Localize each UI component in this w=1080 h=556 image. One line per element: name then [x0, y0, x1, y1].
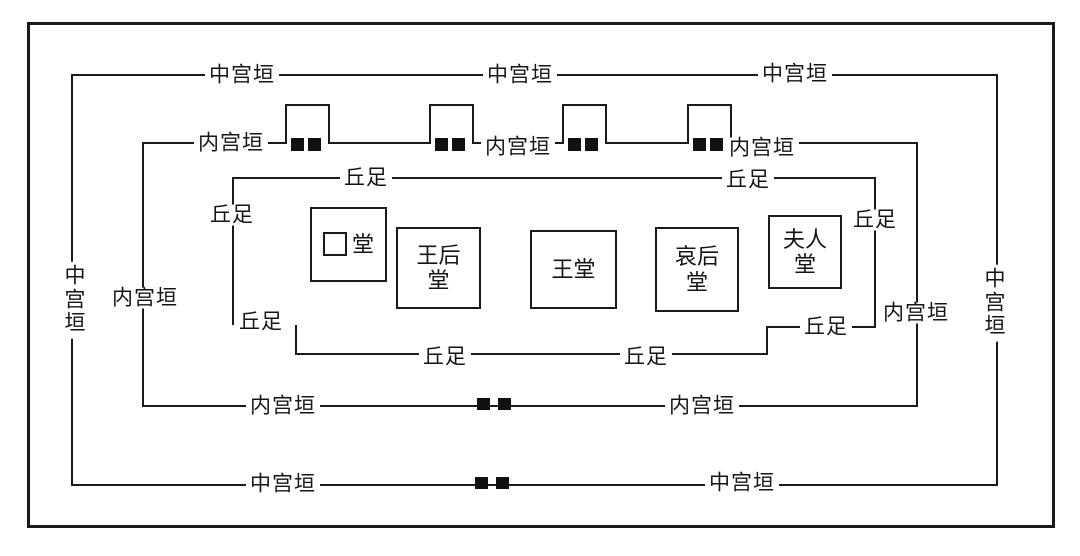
hall-label-line1: 王后 [416, 242, 461, 268]
mound-foot-left-line [232, 177, 234, 325]
hall-unknown: 堂 [310, 207, 387, 282]
hall-mourned-queen: 哀后 堂 [655, 227, 739, 312]
outer-frame [27, 22, 1055, 528]
mound-foot-top-line [233, 177, 876, 179]
hall-label-line1: 哀后 [674, 244, 719, 270]
gate-door-square [308, 138, 321, 151]
inner-wall-label-top-center: 内宫垣 [481, 136, 555, 158]
gate-door-square [435, 138, 448, 151]
middle-wall-label-right: 中宫垣 [982, 264, 1008, 342]
inner-wall-label-left: 内宫垣 [108, 287, 182, 309]
hall-king: 王堂 [530, 230, 617, 309]
inner-wall-label-bottom-left: 内宫垣 [246, 395, 320, 417]
inner-wall-label-top-left: 内宫垣 [194, 132, 268, 154]
hall-label: 堂 [351, 231, 374, 257]
gate-door-square [585, 138, 598, 151]
inner-wall-label-right: 内宫垣 [879, 302, 953, 324]
mound-foot-right-line [874, 177, 876, 328]
mound-foot-label-top-right: 丘足 [722, 169, 774, 191]
gate-door-square [477, 398, 490, 410]
gate-door-square [452, 138, 465, 151]
mound-foot-label-left: 丘足 [206, 204, 258, 226]
mound-foot-label-corner-left: 丘足 [235, 311, 287, 333]
inner-wall-label-top-right: 内宫垣 [725, 137, 799, 159]
hall-queen: 王后 堂 [396, 227, 481, 309]
gate-door-square [291, 138, 304, 151]
gate-door-square [710, 138, 723, 151]
mound-foot-label-right: 丘足 [849, 209, 901, 231]
gate-door-square [693, 138, 706, 151]
gate-door-square [568, 138, 581, 151]
mound-foot-label-corner-right: 丘足 [800, 316, 852, 338]
middle-wall-label-top-right: 中宫垣 [758, 63, 832, 85]
inner-wall-gate-3 [562, 104, 607, 151]
hall-label-line1: 夫人 [782, 226, 827, 252]
gate-door-square [475, 477, 488, 489]
hall-consort: 夫人 堂 [768, 215, 842, 289]
mound-foot-label-bottom-left: 丘足 [419, 346, 471, 368]
gate-door-square [498, 398, 511, 410]
inner-wall-gate-1 [285, 104, 330, 151]
hall-label-line2: 堂 [793, 252, 816, 277]
inner-wall-label-bottom-right: 内宫垣 [665, 395, 739, 417]
inner-wall-gate-4 [687, 104, 732, 151]
hall-label-line2: 堂 [685, 269, 708, 295]
mound-foot-bottom-line [296, 353, 767, 355]
middle-wall-label-bottom-left: 中宫垣 [246, 473, 320, 495]
middle-wall-label-top-center: 中宫垣 [483, 64, 557, 86]
square-symbol [322, 232, 347, 257]
middle-wall-label-top-left: 中宫垣 [205, 64, 279, 86]
mound-foot-left-step [295, 325, 297, 355]
gate-door-square [496, 477, 509, 489]
mound-foot-right-step [766, 327, 768, 355]
hall-label: 王堂 [551, 256, 596, 282]
middle-wall-label-left: 中宫垣 [62, 261, 88, 339]
mound-foot-label-bottom-right: 丘足 [620, 346, 672, 368]
middle-wall-bottom-gate [475, 477, 509, 489]
inner-wall-gate-2 [429, 104, 474, 151]
hall-label-line2: 堂 [427, 268, 450, 293]
mound-foot-label-top-left: 丘足 [340, 167, 392, 189]
inner-wall-bottom-gate [477, 398, 511, 410]
middle-wall-label-bottom-right: 中宫垣 [705, 472, 779, 494]
